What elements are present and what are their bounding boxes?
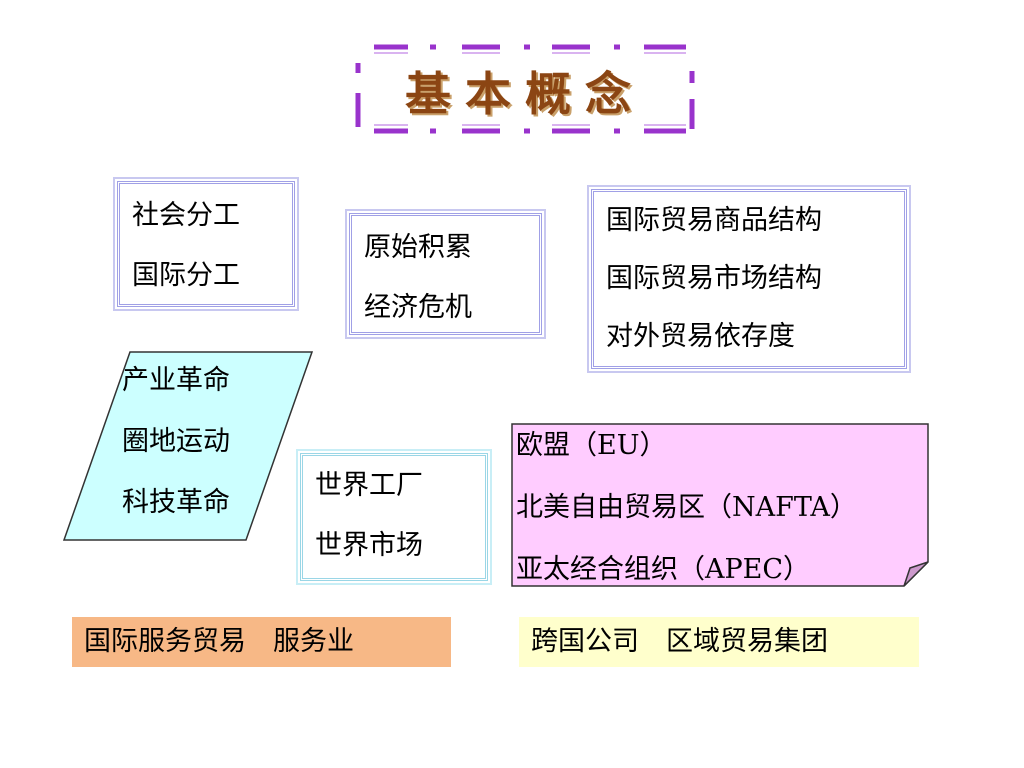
- concept-group-revolution: 产业革命 圈地运动 科技革命: [122, 350, 230, 533]
- concept-market-structure: 国际贸易市场结构: [606, 263, 822, 294]
- concept-bar-multinational: 跨国公司 区域贸易集团: [519, 617, 919, 667]
- concept-box-world: 世界工厂 世界市场: [296, 449, 492, 585]
- concept-international-division: 国际分工: [132, 260, 240, 291]
- concept-economic-crisis: 经济危机: [364, 292, 472, 323]
- concept-world-factory: 世界工厂: [315, 470, 423, 501]
- concept-eu: 欧盟（EU）: [516, 430, 667, 461]
- concept-tech-revolution: 科技革命: [122, 487, 230, 518]
- concept-world-market: 世界市场: [315, 530, 423, 561]
- concept-social-division: 社会分工: [132, 200, 240, 231]
- concept-primitive-accumulation: 原始积累: [364, 232, 472, 263]
- concept-industrial-revolution: 产业革命: [122, 365, 230, 396]
- concept-apec: 亚太经合组织（APEC）: [516, 554, 811, 585]
- concept-enclosure-movement: 圈地运动: [122, 426, 230, 457]
- title-frame: [355, 44, 695, 134]
- concept-commodity-structure: 国际贸易商品结构: [606, 205, 822, 236]
- concept-bar-services: 国际服务贸易 服务业: [72, 617, 451, 667]
- concept-box-division: 社会分工 国际分工: [113, 177, 299, 311]
- concept-box-accumulation: 原始积累 经济危机: [345, 209, 546, 339]
- concept-trade-dependence: 对外贸易依存度: [606, 321, 795, 352]
- page-title: 基本概念: [405, 67, 645, 121]
- parallelogram-shape: [62, 351, 314, 541]
- concept-nafta: 北美自由贸易区（NAFTA）: [516, 492, 857, 523]
- concept-box-structure: 国际贸易商品结构 国际贸易市场结构 对外贸易依存度: [587, 185, 911, 373]
- concept-group-regional: 欧盟（EU） 北美自由贸易区（NAFTA） 亚太经合组织（APEC）: [516, 415, 857, 601]
- folded-note-shape: [511, 423, 929, 587]
